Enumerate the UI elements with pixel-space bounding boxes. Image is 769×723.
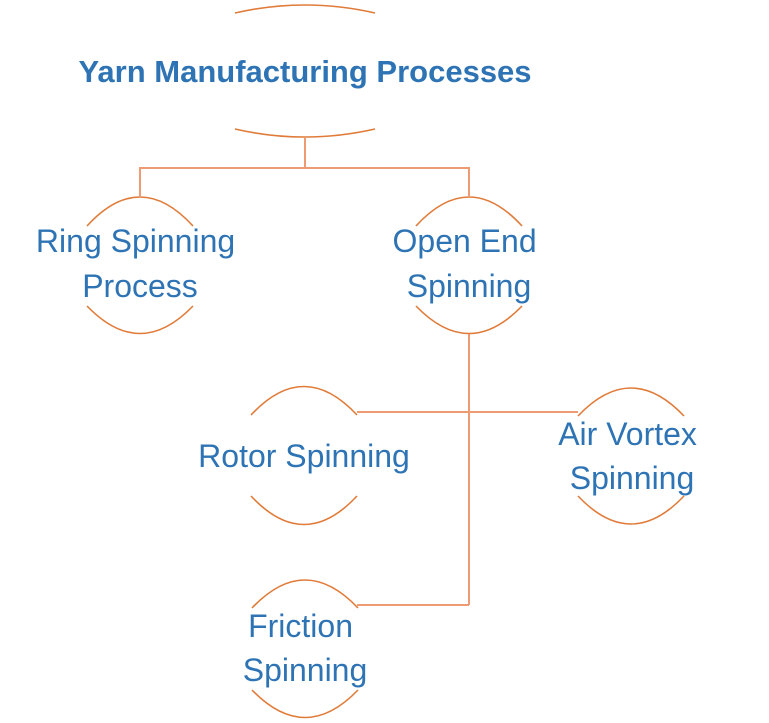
node-open-end-bottom-arc xyxy=(415,305,523,335)
connector-title-branch xyxy=(139,167,470,196)
node-ring-spinning-label: Ring Spinning Process xyxy=(36,223,244,304)
node-friction-bottom-arc xyxy=(251,689,359,719)
connector-lines xyxy=(139,138,578,606)
node-rotor-spinning: Rotor Spinning xyxy=(198,385,410,526)
diagram-title: Yarn Manufacturing Processes xyxy=(78,54,531,89)
node-friction-top-arc xyxy=(251,579,359,609)
node-ring-spinning-line-1: Ring Spinning xyxy=(36,223,235,259)
node-ring-spinning-top-arc xyxy=(86,196,194,227)
node-air-vortex-line-1: Air Vortex xyxy=(558,416,697,452)
node-rotor-top-arc xyxy=(250,385,358,416)
node-friction-label: Friction Spinning xyxy=(243,608,368,688)
node-friction-line-1: Friction xyxy=(248,608,353,644)
title-node: Yarn Manufacturing Processes xyxy=(78,4,532,138)
node-air-vortex-spinning: Air Vortex Spinning xyxy=(558,387,706,525)
node-rotor-bottom-arc xyxy=(250,495,358,526)
node-ring-spinning: Ring Spinning Process xyxy=(36,196,244,335)
node-open-end-line-2: Spinning xyxy=(407,268,532,304)
node-air-vortex-bottom-arc xyxy=(577,495,685,525)
node-open-end-line-1: Open End xyxy=(393,223,537,259)
node-air-vortex-line-2: Spinning xyxy=(570,460,695,496)
node-ring-spinning-line-2: Process xyxy=(82,268,198,304)
node-air-vortex-top-arc xyxy=(577,387,685,417)
node-open-end-spinning: Open End Spinning xyxy=(393,196,546,335)
node-friction-spinning: Friction Spinning xyxy=(243,579,368,719)
node-air-vortex-label: Air Vortex Spinning xyxy=(558,416,706,496)
node-ring-spinning-bottom-arc xyxy=(86,305,194,335)
node-open-end-label: Open End Spinning xyxy=(393,223,546,304)
node-rotor-label: Rotor Spinning xyxy=(198,438,410,474)
node-friction-line-2: Spinning xyxy=(243,652,368,688)
title-node-top-arc xyxy=(234,4,376,14)
title-node-bottom-arc xyxy=(234,128,376,138)
node-open-end-top-arc xyxy=(415,196,523,227)
